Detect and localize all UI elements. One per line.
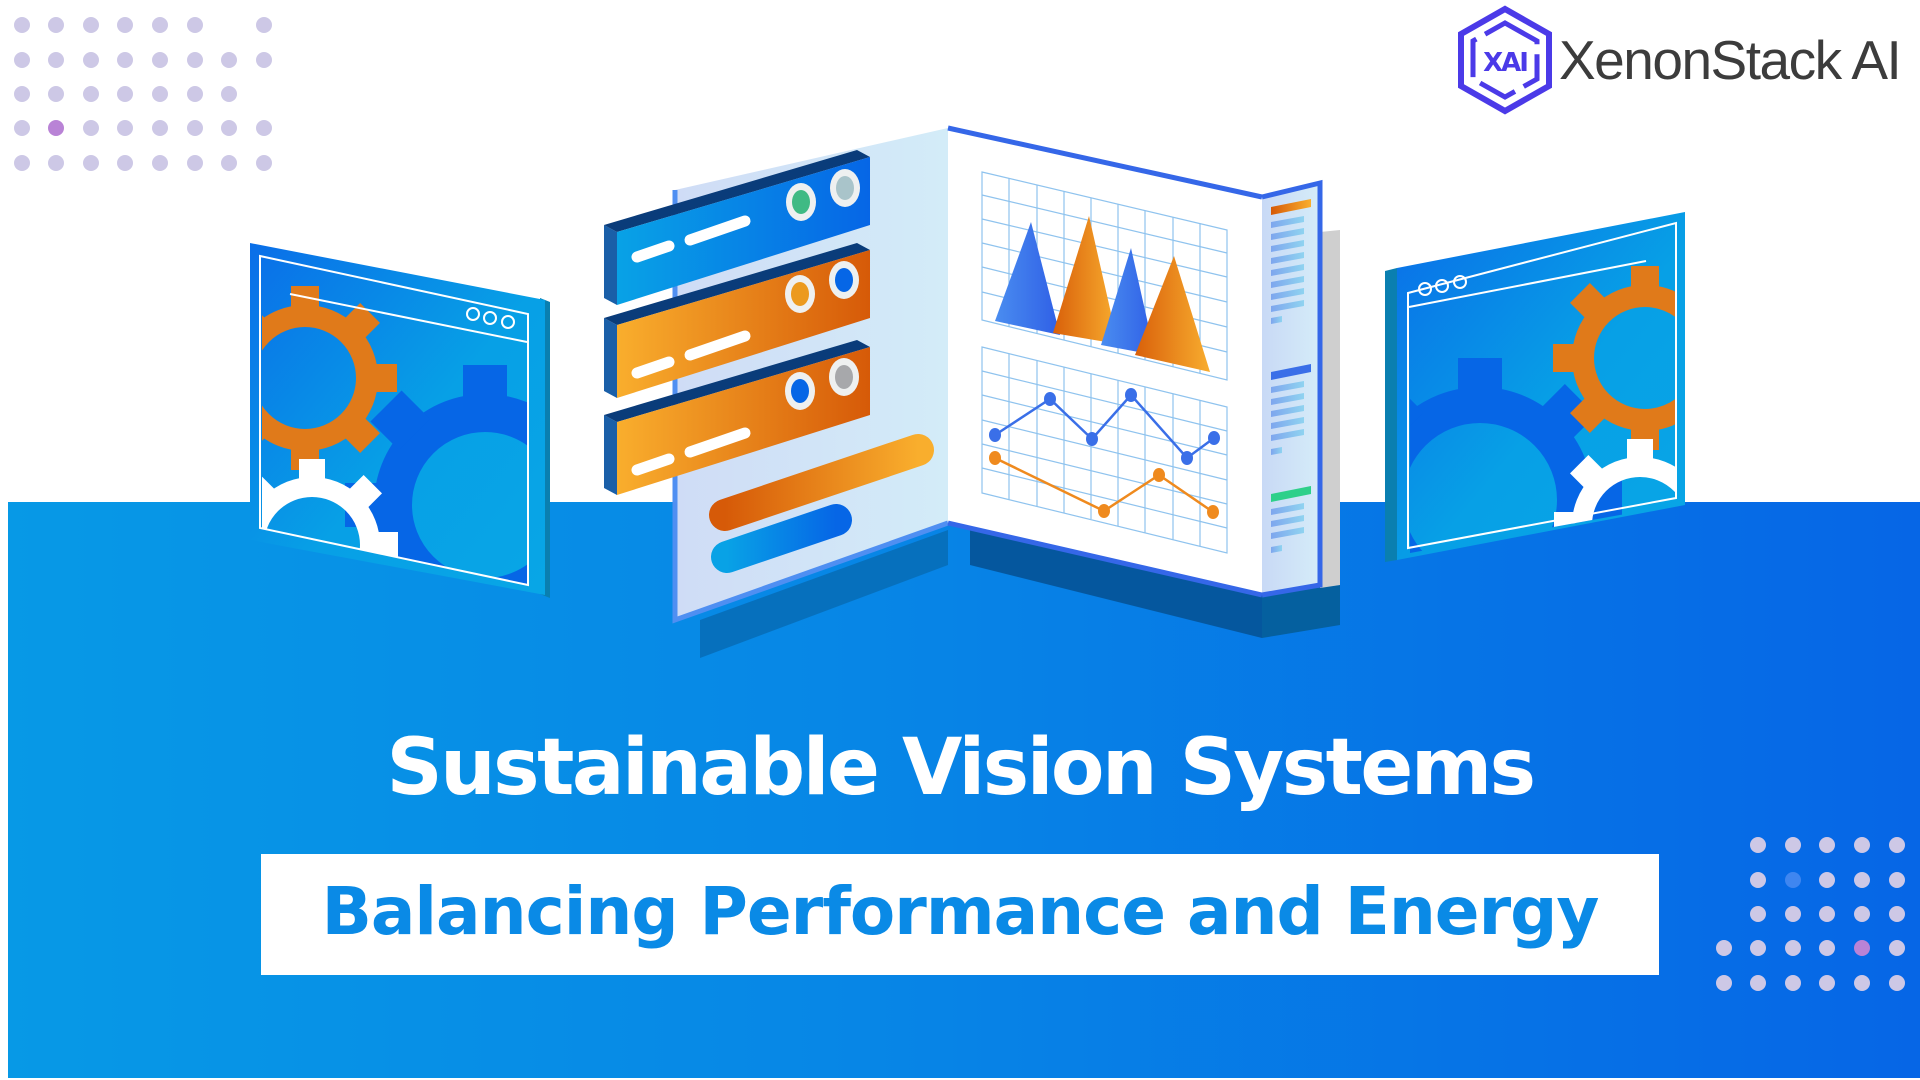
server-bar [604, 150, 870, 305]
dashboard-sidebar [1261, 179, 1323, 598]
gear-icon [1553, 266, 1675, 450]
gear-icon [262, 286, 397, 470]
brand-logo[interactable]: XAI XenonStack AI [1455, 5, 1902, 115]
hero-background-band [8, 502, 1920, 1078]
window-controls-icon [1418, 275, 1467, 296]
server-bar [604, 243, 870, 398]
server-stack [604, 150, 870, 495]
svg-text:XAI: XAI [1483, 48, 1527, 78]
right-gears-window-panel [1385, 212, 1685, 562]
window-controls-icon [466, 307, 515, 329]
progress-pill-blue [711, 504, 852, 573]
triangle-chart [981, 171, 1228, 381]
gear-icon [262, 459, 398, 585]
server-bar [604, 340, 870, 495]
line-chart [981, 346, 1228, 554]
xai-hexagon-logo-icon: XAI [1458, 5, 1552, 115]
brand-name: XenonStack AI [1559, 28, 1902, 91]
hero-title: Sustainable Vision Systems [386, 723, 1536, 813]
hero-subtitle: Balancing Performance and Energy [321, 872, 1600, 950]
subtitle-banner: Balancing Performance and Energy [261, 854, 1659, 975]
left-gears-window-panel [250, 243, 550, 598]
progress-pill-orange [709, 434, 934, 531]
